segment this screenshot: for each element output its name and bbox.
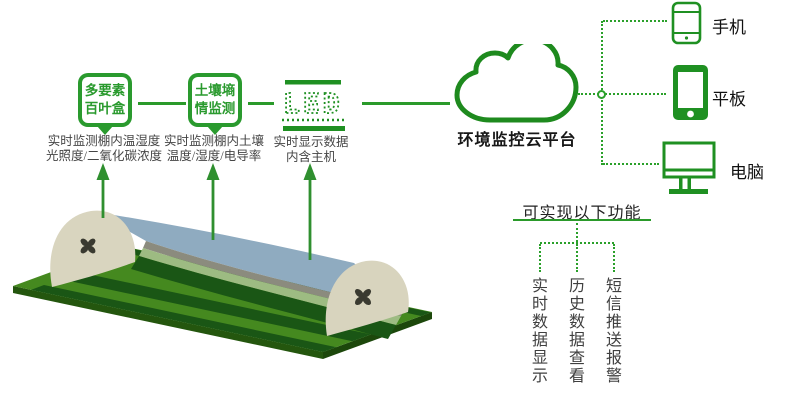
dotted-connector-computer	[603, 163, 659, 165]
connector-line	[362, 102, 450, 105]
sensor-box-inner: 土壤墒 情监测	[192, 77, 238, 123]
tree-drop	[576, 244, 578, 272]
sensor-box-louver: 多要素 百叶盒	[78, 73, 132, 127]
cloud-icon	[454, 44, 579, 123]
smartphone-icon	[671, 1, 702, 45]
sensor-box-label: 多要素 百叶盒	[84, 83, 126, 116]
tunnel-roof	[95, 212, 404, 310]
box-pointer	[207, 126, 223, 135]
function-item-sms-alert: 短信推送报警	[603, 277, 620, 385]
dotted-connector-tablet	[578, 93, 666, 95]
device-label-tablet: 平板	[712, 90, 746, 109]
dotted-connector-phone	[603, 20, 667, 22]
tree-drop	[539, 244, 541, 272]
functions-title: 可实现以下功能	[522, 205, 642, 222]
fan-icon	[354, 288, 372, 306]
led-text: LED	[283, 87, 343, 120]
sensor-box-inner: 多要素 百叶盒	[82, 77, 128, 123]
device-label-phone: 手机	[712, 18, 746, 37]
function-item-history: 历史数据查看	[566, 277, 583, 385]
greenhouse-illustration	[13, 210, 432, 359]
up-arrow	[206, 163, 220, 240]
tablet-icon	[673, 65, 708, 120]
sensor-box-label: 土壤墒 情监测	[194, 83, 236, 116]
tree-stem	[576, 223, 578, 242]
device-label-computer: 电脑	[730, 163, 764, 182]
sensor-box-soil: 土壤墒 情监测	[188, 73, 242, 127]
desktop-computer-icon	[662, 141, 716, 194]
led-display-icon: LED	[282, 80, 345, 131]
up-arrow	[96, 163, 110, 218]
sensor-description: 实时监测棚内土壤 温度/湿度/电导率	[163, 134, 264, 163]
connector-line	[248, 102, 274, 105]
led-description: 实时显示数据 内含主机	[273, 135, 349, 164]
tree-branch	[540, 242, 614, 244]
function-item-realtime: 实时数据显示	[529, 277, 546, 385]
connector-line	[138, 102, 186, 105]
functions-title-underline	[513, 219, 651, 221]
tree-drop	[613, 244, 615, 272]
cloud-platform-label: 环境监控云平台	[457, 132, 577, 149]
sensor-description: 实时监测棚内温湿度 光照度/二氧化碳浓度	[46, 134, 162, 163]
platform-front-edge	[13, 286, 323, 359]
box-pointer	[97, 126, 113, 135]
up-arrow	[303, 163, 317, 260]
fan-icon	[80, 238, 96, 254]
junction-dot	[597, 90, 606, 99]
